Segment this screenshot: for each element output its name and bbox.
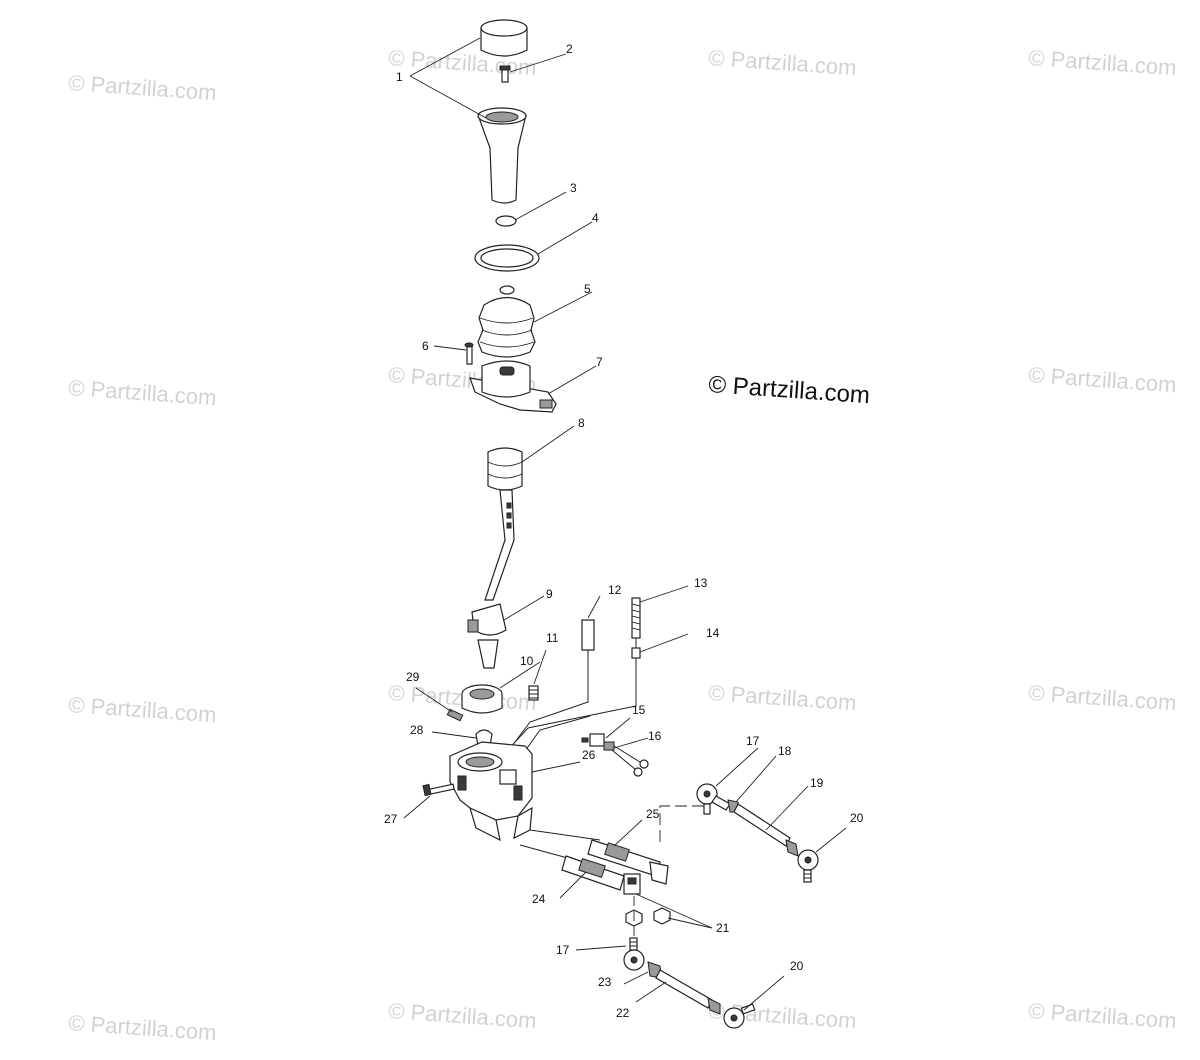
callout-6: 6 (422, 339, 429, 353)
switch-part (581, 733, 615, 751)
bellows-boot-part (477, 285, 536, 358)
plunger-part (631, 647, 641, 676)
callout-15: 15 (632, 703, 646, 717)
callout-19: 19 (810, 776, 824, 790)
leader-lines (403, 37, 847, 1011)
small-o-ring-part (495, 215, 517, 227)
tie-rod-part (655, 969, 713, 1009)
watermark: © Partzilla.com (68, 375, 218, 410)
callout-25: 25 (646, 807, 660, 821)
spring-sleeve-part (487, 447, 523, 491)
cable-sleeve-part (561, 855, 641, 895)
knob-cap-part (480, 19, 528, 57)
callout-2: 2 (566, 42, 573, 56)
rod-end-part (707, 997, 756, 1029)
rod-line (529, 829, 601, 841)
callout-17-lower: 17 (556, 943, 570, 957)
callout-27: 27 (384, 812, 398, 826)
shifter-housing-part (449, 741, 533, 842)
bushing-part (461, 684, 503, 714)
callout-23: 23 (598, 975, 612, 989)
watermark: © Partzilla.com (68, 70, 218, 105)
callout-18: 18 (778, 744, 792, 758)
callout-7: 7 (596, 355, 603, 369)
callout-3: 3 (570, 181, 577, 195)
callout-17: 17 (746, 734, 760, 748)
callout-16: 16 (648, 729, 662, 743)
nut-part (625, 907, 671, 927)
base-plate-part (469, 360, 557, 413)
callout-10: 10 (520, 654, 534, 668)
rod-end-part (785, 839, 819, 883)
watermark: © Partzilla.com (388, 998, 538, 1033)
callout-8: 8 (578, 416, 585, 430)
cable-end-part (581, 619, 595, 672)
harness-wire (511, 672, 589, 747)
mounting-bolt-part (422, 783, 455, 797)
rod-end-part (623, 937, 645, 971)
callout-28: 28 (410, 723, 424, 737)
cable-sleeve-part (587, 839, 669, 885)
watermark: © Partzilla.com (68, 1010, 218, 1045)
large-ring-part (474, 244, 540, 272)
wire-lead-part (611, 745, 649, 777)
watermark: © Partzilla.com (1028, 45, 1178, 80)
callout-9: 9 (546, 587, 553, 601)
bolt-part (464, 342, 474, 365)
callout-11: 11 (546, 631, 559, 645)
callout-1: 1 (396, 70, 403, 84)
tie-rod-part (733, 803, 791, 847)
watermark: © Partzilla.com (1028, 998, 1178, 1033)
watermark: © Partzilla.com (708, 45, 858, 80)
callout-20: 20 (850, 811, 864, 825)
callout-20-lower: 20 (790, 959, 804, 973)
watermark: © Partzilla.com (1028, 680, 1178, 715)
dashed-guide (659, 805, 708, 842)
watermark-main: © Partzilla.com (708, 371, 871, 409)
handle-boot-part (477, 107, 527, 204)
callout-29: 29 (406, 670, 420, 684)
callout-24: 24 (532, 892, 546, 906)
watermark: © Partzilla.com (1028, 362, 1178, 397)
pin-part (446, 708, 464, 722)
callout-numbers: 1 2 3 4 5 6 7 8 9 10 11 12 13 14 15 16 1… (384, 42, 864, 1020)
harness-wire (505, 676, 637, 753)
screw-part (499, 65, 511, 83)
callout-21: 21 (716, 921, 730, 935)
shift-lever-part (467, 489, 515, 669)
callout-5: 5 (584, 282, 591, 296)
callout-4: 4 (592, 211, 599, 225)
callout-26: 26 (582, 748, 596, 762)
callout-22: 22 (616, 1006, 630, 1020)
callout-13: 13 (694, 576, 708, 590)
watermark-group: © Partzilla.com © Partzilla.com © Partzi… (68, 45, 1178, 1045)
coil-spring-part (631, 597, 641, 648)
watermark: © Partzilla.com (708, 680, 858, 715)
callout-14: 14 (706, 626, 720, 640)
small-spring-part (528, 685, 539, 701)
callout-12: 12 (608, 583, 622, 597)
watermark: © Partzilla.com (68, 692, 218, 727)
parts-drawing (422, 19, 819, 1029)
rod-end-part (696, 783, 731, 815)
